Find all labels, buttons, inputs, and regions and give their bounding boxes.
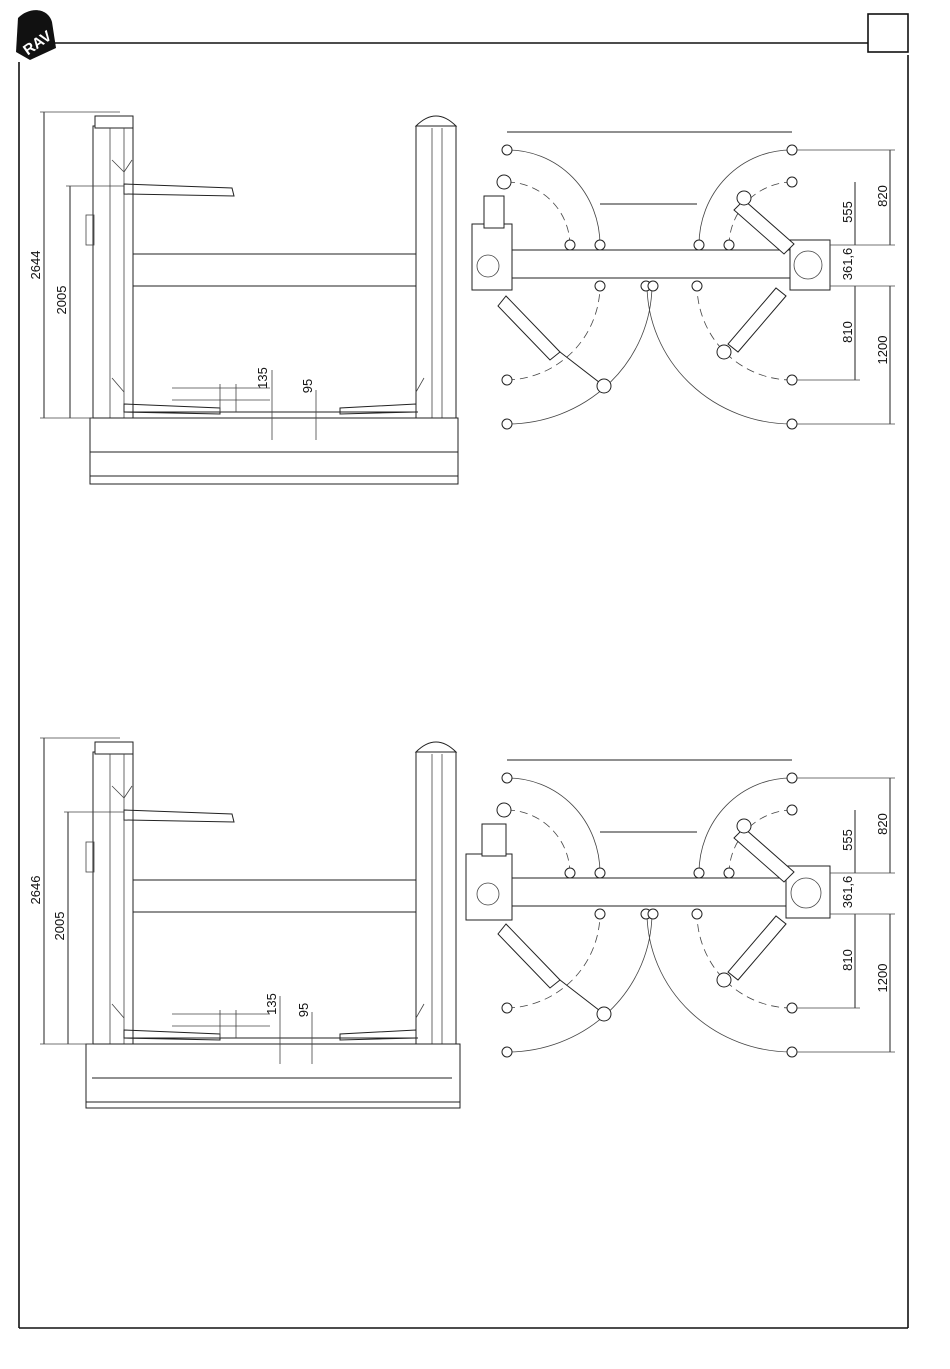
dim-361-6: 361,6 [840, 876, 855, 909]
dim-small-a: 135 [255, 367, 270, 389]
dim-1200: 1200 [875, 336, 890, 365]
page-number-box [868, 14, 908, 52]
dim-820: 820 [875, 185, 890, 207]
dim-555: 555 [840, 829, 855, 851]
rav-logo: RAV [16, 10, 56, 60]
top-drawing: 2644 2005 135 95 [28, 112, 895, 484]
dim-small-b: 95 [296, 1003, 311, 1017]
top-front-view: 2644 2005 135 95 [28, 112, 458, 484]
dim-small-a: 135 [264, 993, 279, 1015]
dim-810: 810 [840, 949, 855, 971]
page-frame [19, 14, 908, 1328]
dim-820: 820 [875, 813, 890, 835]
top-plan-view: 820 555 361,6 810 1200 [472, 132, 895, 429]
dim-555: 555 [840, 201, 855, 223]
dim-arm-height: 2005 [54, 286, 69, 315]
bottom-front-view: 2646 2005 135 95 [28, 738, 460, 1108]
dim-arm-height: 2005 [52, 912, 67, 941]
dim-total-height: 2646 [28, 876, 43, 905]
dim-361-6: 361,6 [840, 248, 855, 281]
dim-1200: 1200 [875, 964, 890, 993]
dim-total-height: 2644 [28, 251, 43, 280]
dim-small-b: 95 [300, 379, 315, 393]
bottom-drawing: 2646 2005 135 95 [28, 738, 895, 1108]
bottom-plan-view: 820 555 361,6 810 1200 [466, 760, 895, 1057]
dim-810: 810 [840, 321, 855, 343]
